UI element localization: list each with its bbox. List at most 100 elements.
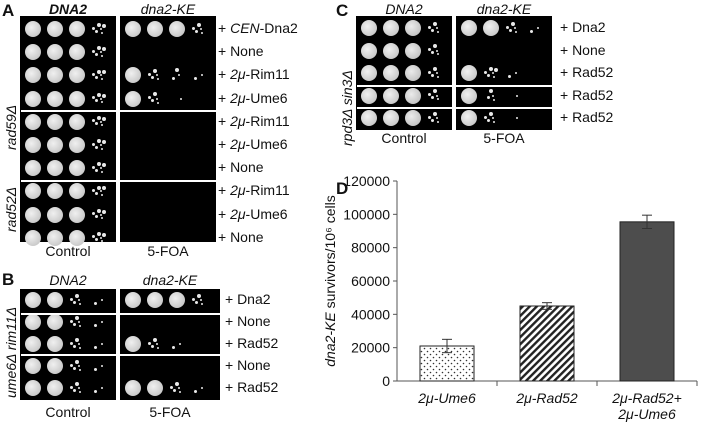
panel-c-header-wt: DNA2 xyxy=(385,1,423,17)
colony-dot xyxy=(153,69,158,74)
colony-dot xyxy=(201,387,203,389)
colony-dot xyxy=(95,168,99,172)
colony-dot xyxy=(193,390,197,393)
colony-spot xyxy=(461,65,477,81)
colony-dot xyxy=(101,387,103,389)
y-tick-label: 100000 xyxy=(343,206,390,222)
colony-spot xyxy=(125,90,141,107)
colony-dot xyxy=(95,215,99,219)
colony-dot xyxy=(77,387,80,389)
colony-dot xyxy=(197,22,202,27)
panel-a-foa-plate xyxy=(120,16,216,242)
colony-dot xyxy=(69,319,73,323)
colony-dot xyxy=(435,49,438,52)
colony-dot xyxy=(95,29,99,33)
colony-dot xyxy=(433,44,438,49)
panel-b-foa-label: 5-FOA xyxy=(149,404,191,420)
colony-dot xyxy=(93,368,97,371)
panel-d-letter: D xyxy=(336,179,349,198)
colony-dot xyxy=(75,381,80,386)
colony-dot xyxy=(101,116,106,121)
row-label: + None xyxy=(225,313,271,329)
colony-dot xyxy=(492,94,495,97)
colony-dot xyxy=(95,75,99,79)
colony-dot xyxy=(147,96,151,100)
colony-spot xyxy=(25,229,41,246)
panel-b-strain-label: ume6Δ rim11Δ xyxy=(3,306,19,398)
colony-dot xyxy=(100,217,103,220)
colony-dot xyxy=(483,115,487,119)
plate-divider xyxy=(457,85,561,87)
colony-dot xyxy=(99,144,102,146)
colony-spot xyxy=(47,183,63,200)
panel-b-letter: B xyxy=(2,270,15,289)
colony-dot xyxy=(151,99,155,103)
row-label: + None xyxy=(225,357,271,373)
colony-dot xyxy=(433,111,438,116)
colony-spot xyxy=(383,65,399,81)
colony-dot xyxy=(199,299,202,301)
colony-dot xyxy=(101,139,106,144)
panel-a-header-wt: DNA2 xyxy=(48,1,88,17)
colony-dot xyxy=(433,66,438,71)
colony-dot xyxy=(92,96,96,100)
colony-dot xyxy=(437,75,440,78)
colony-dot xyxy=(99,28,102,30)
colony-spot xyxy=(25,206,41,223)
colony-spot xyxy=(25,183,41,200)
y-tick-label: 80000 xyxy=(351,240,390,256)
colony-dot xyxy=(491,117,494,119)
colony-spot xyxy=(405,20,421,36)
colony-dot xyxy=(101,299,103,301)
colony-spot xyxy=(383,42,399,59)
colony-spot xyxy=(125,336,141,352)
colony-dot xyxy=(437,98,440,101)
colony-dot xyxy=(75,359,80,364)
y-tick-label: 120000 xyxy=(343,173,390,189)
plate-divider xyxy=(21,110,125,112)
panel-a-header-mutant: dna2-KE xyxy=(140,1,196,17)
colony-spot xyxy=(47,113,63,130)
bar xyxy=(419,345,475,382)
colony-dot xyxy=(151,344,155,348)
colony-dot xyxy=(101,321,103,323)
row-label: + 2μ-Ume6 xyxy=(218,136,288,152)
colony-spot xyxy=(47,336,63,352)
colony-dot xyxy=(100,147,103,150)
colony-dot xyxy=(75,293,80,298)
row-label: + Rad52 xyxy=(560,64,614,80)
colony-dot xyxy=(79,302,82,305)
colony-spot xyxy=(25,90,41,107)
colony-spot xyxy=(147,21,163,37)
colony-dot xyxy=(431,28,435,32)
colony-spot xyxy=(461,110,477,126)
colony-spot xyxy=(25,358,41,374)
colony-dot xyxy=(513,27,516,29)
row-label: + Rad52 xyxy=(560,86,614,103)
colony-dot xyxy=(92,212,96,216)
colony-dot xyxy=(101,47,106,52)
panel-c-foa-label: 5-FOA xyxy=(483,130,525,146)
colony-spot xyxy=(483,20,499,36)
plate-divider xyxy=(121,354,225,356)
colony-dot xyxy=(431,73,435,77)
colony-dot xyxy=(155,343,158,345)
colony-dot xyxy=(100,31,103,34)
colony-dot xyxy=(435,94,438,97)
panel-b-header-wt: DNA2 xyxy=(49,272,87,288)
colony-dot xyxy=(92,26,96,30)
colony-dot xyxy=(427,25,431,29)
colony-dot xyxy=(92,142,96,146)
colony-dot xyxy=(484,70,488,74)
colony-dot xyxy=(193,77,197,81)
colony-dot xyxy=(95,99,99,103)
colony-dot xyxy=(73,344,77,348)
colony-spot xyxy=(47,44,63,61)
plate-divider xyxy=(357,85,461,87)
colony-dot xyxy=(179,390,182,393)
colony-spot xyxy=(461,20,477,36)
x-tick-label: 2μ-Rad52 xyxy=(515,390,578,406)
colony-dot xyxy=(79,368,82,371)
colony-dot xyxy=(97,162,102,167)
colony-dot xyxy=(99,236,102,239)
